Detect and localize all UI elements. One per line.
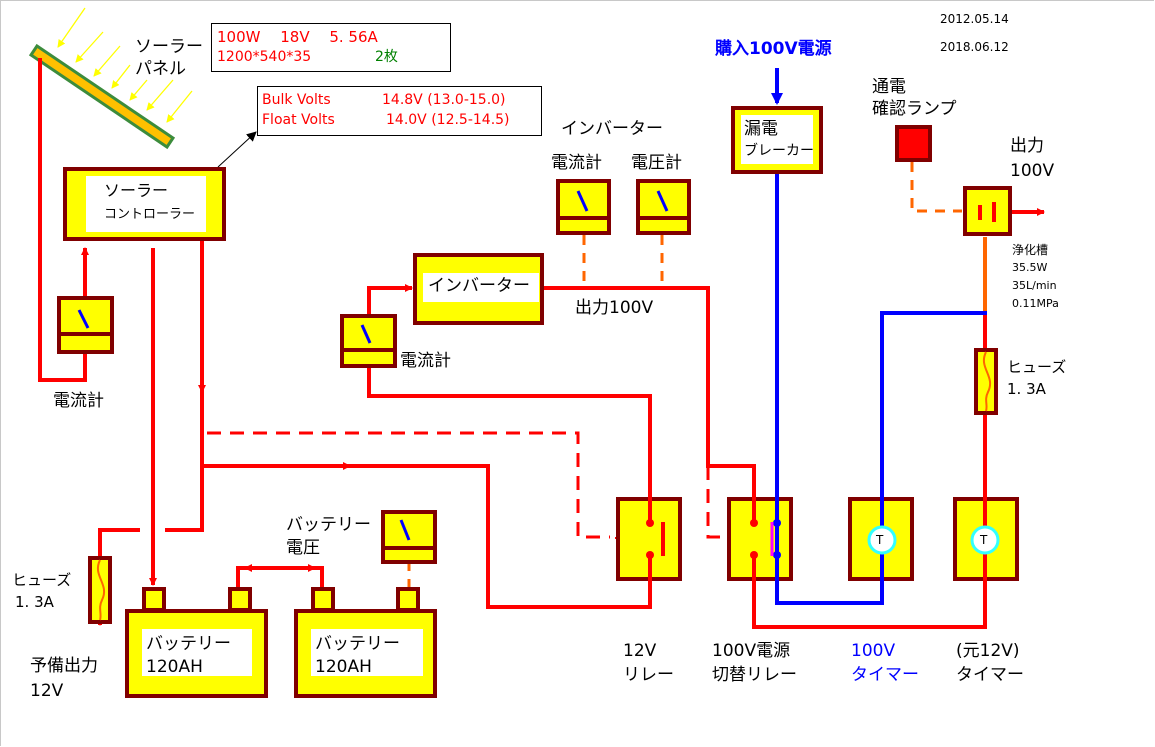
bulk-volts-label: Bulk Volts	[262, 92, 331, 108]
meter-inverter-voltmeter	[636, 179, 691, 235]
inverter-group-label: インバーター	[561, 119, 663, 139]
timer-100v-label-1: 100V	[851, 641, 896, 661]
inverter-input-ammeter-label: 電流計	[400, 351, 451, 371]
septic-flow: 35L/min	[1012, 279, 1057, 292]
outlet-icon	[963, 186, 1012, 236]
outlet-label-1: 出力	[1010, 136, 1044, 156]
relay-100v-label-1: 100V電源	[712, 641, 791, 661]
relay-12v-label-1: 12V	[623, 641, 657, 661]
solar-panel-icon	[28, 43, 176, 150]
meter-inverter-input-ammeter	[340, 314, 397, 368]
bulk-volts-value: 14.8V (13.0-15.0)	[382, 92, 506, 108]
battery-voltmeter-label-1: バッテリー	[286, 515, 371, 535]
inverter-voltmeter-label: 電圧計	[631, 153, 682, 173]
timer-12v-label-2: タイマー	[956, 665, 1024, 685]
timer-100v-label-2: タイマー	[851, 665, 919, 685]
meter-inverter-ammeter	[556, 179, 611, 235]
septic-power: 35.5W	[1012, 261, 1048, 274]
breaker-label-1: 漏電	[744, 119, 778, 139]
timer-12v-label-1: (元12V)	[956, 641, 1020, 661]
battery-2-label-1: バッテリー	[315, 634, 400, 654]
battery-1-label-1: バッテリー	[146, 634, 231, 654]
relay-100v-label-2: 切替リレー	[712, 665, 797, 685]
septic-pressure: 0.11MPa	[1012, 297, 1059, 310]
fuse-right-icon	[974, 348, 998, 415]
timer-100v-icon	[848, 490, 914, 590]
fuse-left-label-1: ヒューズ	[12, 571, 72, 589]
sun-rays-icon	[57, 7, 193, 123]
controller-settings-box: Bulk Volts 14.8V (13.0-15.0) Float Volts…	[257, 86, 542, 136]
solar-panel-label-1: ソーラー	[135, 37, 203, 57]
inverter-output-label: 出力100V	[575, 298, 654, 318]
inverter-label: インバーター	[428, 276, 530, 296]
relay-12v-icon	[616, 490, 682, 590]
lamp-label-2: 確認ランプ	[872, 99, 957, 119]
reserve-output-label-1: 予備出力	[30, 656, 98, 676]
timer-12v-symbol: T	[980, 533, 988, 547]
battery-2-label-2: 120AH	[315, 657, 372, 677]
battery-1-label-2: 120AH	[146, 657, 203, 677]
relay-100v-switch-icon	[727, 490, 793, 590]
fuse-right-label-2: 1. 3A	[1007, 380, 1046, 398]
solar-panel-spec-dims: 1200*540*35	[217, 49, 312, 65]
reserve-output-label-2: 12V	[30, 681, 64, 701]
meter-battery-voltmeter	[381, 510, 437, 564]
relay-12v-label-2: リレー	[623, 665, 674, 685]
controller-label-1: ソーラー	[104, 181, 169, 200]
fuse-right-label-1: ヒューズ	[1007, 358, 1067, 376]
fuse-left-icon	[88, 556, 112, 624]
inverter-ammeter-label: 電流計	[551, 153, 602, 173]
solar-panel-spec-count: 2枚	[375, 49, 398, 65]
date-created: 2012.05.14	[940, 12, 1009, 26]
controller-label-2: コントローラー	[104, 207, 196, 222]
septic-label: 浄化槽	[1012, 243, 1049, 257]
battery-1-icon	[125, 587, 268, 698]
lamp-label-1: 通電	[872, 77, 906, 97]
wire-panel-ammeter	[38, 58, 87, 382]
float-volts-value: 14.0V (12.5-14.5)	[386, 112, 510, 128]
fuse-left-label-2: 1. 3A	[15, 593, 54, 611]
timer-100v-symbol: T	[876, 533, 884, 547]
solar-panel-spec-rating: 100W 18V 5. 56A	[217, 28, 378, 46]
solar-ammeter-label: 電流計	[53, 391, 104, 411]
battery-2-icon	[294, 587, 437, 698]
solar-panel-label-2: パネル	[135, 59, 186, 79]
timer-12v-icon	[953, 490, 1019, 590]
meter-solar-ammeter	[57, 296, 114, 354]
float-volts-label: Float Volts	[262, 112, 335, 128]
power-lamp-icon	[895, 125, 932, 162]
outlet-label-2: 100V	[1010, 161, 1055, 181]
solar-panel-spec-box: 100W 18V 5. 56A 1200*540*35 2枚	[211, 23, 451, 72]
battery-voltmeter-label-2: 電圧	[286, 538, 320, 558]
grid-power-label: 購入100V電源	[715, 39, 832, 59]
date-updated: 2018.06.12	[940, 40, 1009, 54]
breaker-label-2: ブレーカー	[744, 143, 814, 159]
